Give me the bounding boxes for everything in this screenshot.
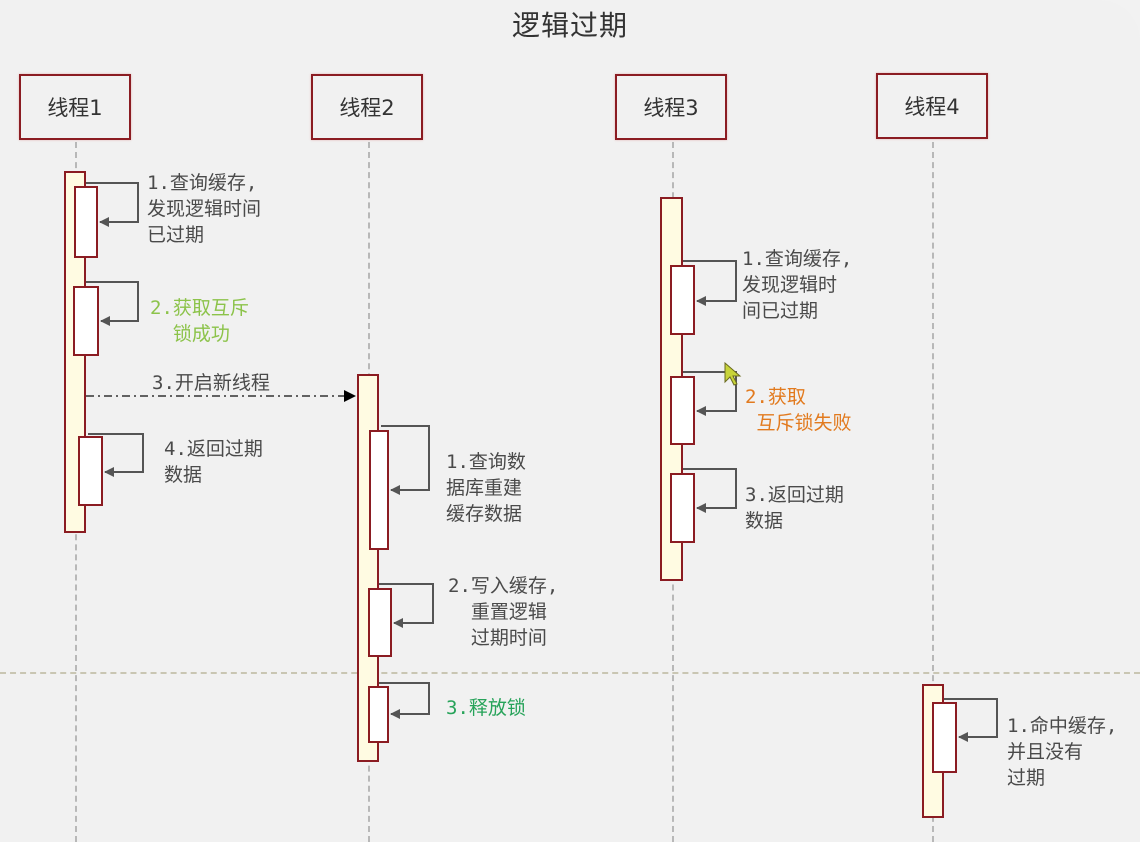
note-t1-step4: 4.返回过期 数据 bbox=[164, 438, 263, 486]
mouse-pointer-icon bbox=[724, 362, 742, 386]
note-t1-step3: 3.开启新线程 bbox=[152, 372, 270, 394]
note-t4-step1: 1.命中缓存, 并且没有 过期 bbox=[1007, 715, 1118, 789]
exec-t1-return-stale bbox=[78, 436, 103, 506]
note-t3-step3: 3.返回过期 数据 bbox=[745, 484, 844, 532]
diagram-title: 逻辑过期 bbox=[511, 9, 628, 42]
exec-t2-release-lock bbox=[368, 686, 389, 743]
note-t2-step3: 3.释放锁 bbox=[446, 697, 526, 719]
exec-t2-write-cache bbox=[368, 588, 392, 657]
actor-thread-4: 线程4 bbox=[876, 73, 988, 139]
note-t3-step2: 2.获取 互斥锁失败 bbox=[745, 386, 852, 434]
actor-label: 线程4 bbox=[904, 95, 960, 119]
note-t1-step2: 2.获取互斥 锁成功 bbox=[150, 297, 249, 345]
exec-t3-return-stale bbox=[670, 473, 695, 543]
exec-t4-cache-hit bbox=[932, 702, 957, 773]
actor-label: 线程1 bbox=[47, 96, 103, 120]
note-t2-step2: 2.写入缓存, 重置逻辑 过期时间 bbox=[448, 575, 559, 649]
note-t1-step1: 1.查询缓存, 发现逻辑时间 已过期 bbox=[147, 172, 262, 246]
timeline-divider bbox=[0, 672, 1140, 674]
actor-thread-2: 线程2 bbox=[311, 74, 423, 140]
actor-label: 线程3 bbox=[643, 96, 699, 120]
note-t3-step1: 1.查询缓存, 发现逻辑时 间已过期 bbox=[742, 248, 853, 322]
note-t2-step1: 1.查询数 据库重建 缓存数据 bbox=[446, 451, 526, 525]
lifeline-thread-4 bbox=[932, 142, 934, 842]
exec-t2-rebuild-cache bbox=[369, 430, 389, 550]
exec-t3-query-cache bbox=[670, 265, 695, 335]
exec-t3-acquire-lock-fail bbox=[670, 376, 695, 445]
actor-thread-3: 线程3 bbox=[615, 74, 727, 140]
actor-label: 线程2 bbox=[339, 96, 395, 120]
actor-thread-1: 线程1 bbox=[19, 74, 131, 140]
exec-t1-acquire-lock bbox=[73, 286, 99, 356]
exec-t1-query-cache bbox=[74, 186, 98, 258]
